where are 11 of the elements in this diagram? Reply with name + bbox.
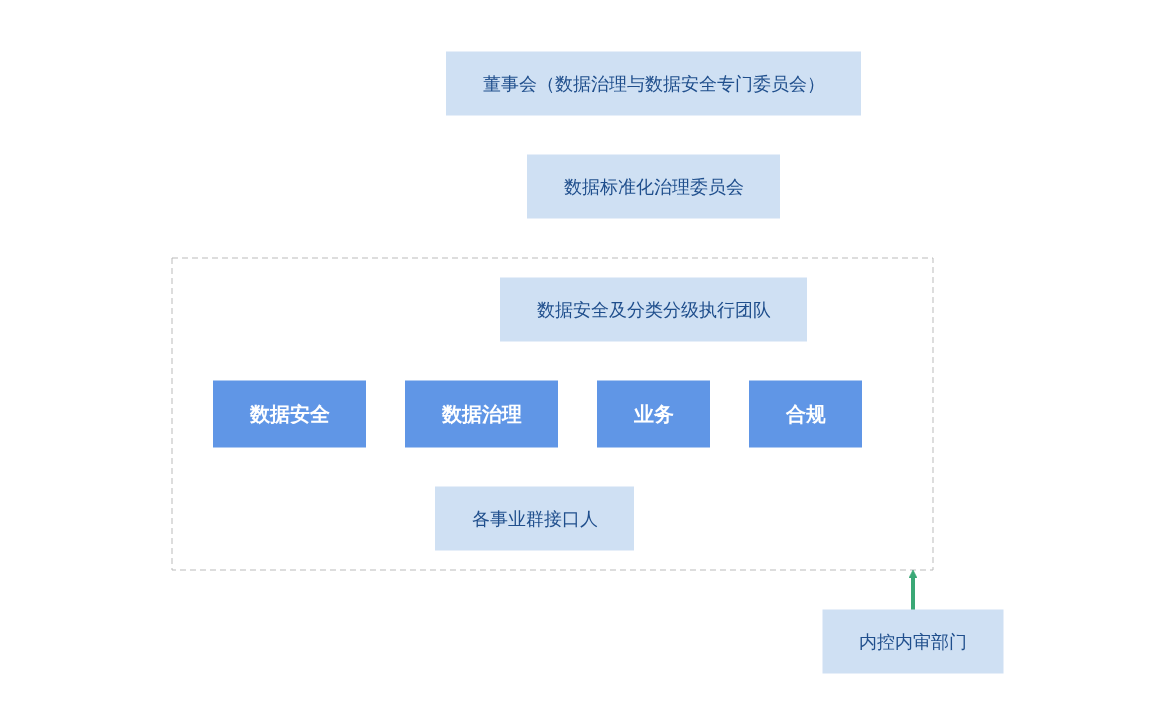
cluster — [171, 257, 933, 570]
node-box: 业务 — [596, 380, 710, 447]
node-box: 各事业群接口人 — [434, 486, 634, 550]
node-box: 合规 — [748, 380, 862, 447]
node-box: 数据标准化治理委员会 — [526, 154, 780, 218]
node-box: 内控内审部门 — [822, 609, 1003, 673]
node-box: 董事会（数据治理与数据安全专门委员会） — [445, 51, 861, 115]
node-box: 数据安全 — [212, 380, 366, 447]
node-box: 数据治理 — [404, 380, 558, 447]
node-box: 数据安全及分类分级执行团队 — [499, 277, 807, 341]
arrow — [908, 569, 917, 610]
